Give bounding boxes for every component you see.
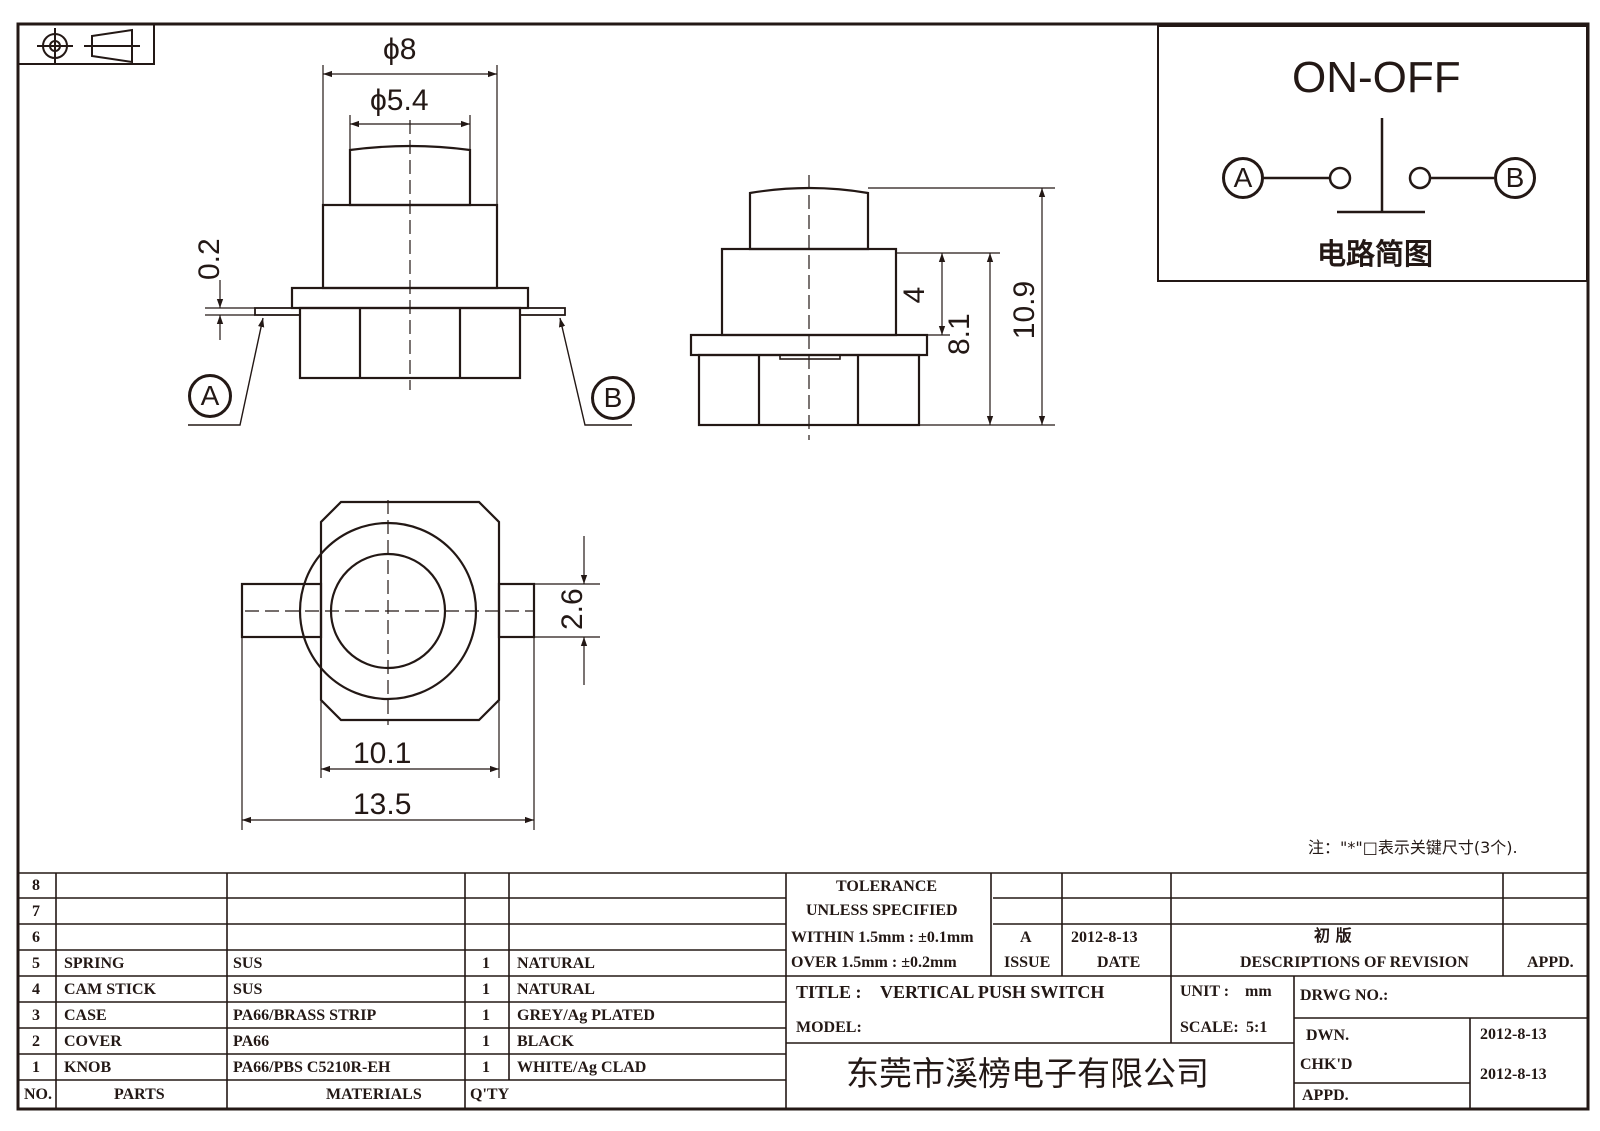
circuit-title: ON-OFF xyxy=(1292,53,1461,102)
dim-terminal-height: 0.2 xyxy=(193,238,226,280)
circuit-caption: 电路简图 xyxy=(1317,237,1434,271)
revision-appd-header: APPD. xyxy=(1527,954,1574,971)
title-label: TITLE : xyxy=(796,982,862,1002)
dim-bottom-total-width: 13.5 xyxy=(353,788,412,821)
bom-row-no: 3 xyxy=(32,1007,40,1024)
bom-row-material: SUS xyxy=(233,955,263,972)
bom-row-qty: 1 xyxy=(482,1007,490,1024)
terminal-a-label: A xyxy=(188,374,232,418)
chkd-label: CHK'D xyxy=(1300,1056,1353,1073)
bom-header-materials: MATERIALS xyxy=(326,1086,422,1103)
appd-label: APPD. xyxy=(1302,1087,1349,1104)
dim-side-mid-height: 8.1 xyxy=(943,313,976,355)
bom-row-no: 1 xyxy=(32,1059,40,1076)
tolerance-line1: TOLERANCE xyxy=(836,878,938,895)
bom-header-no: NO. xyxy=(24,1086,52,1103)
model-label: MODEL: xyxy=(796,1019,862,1036)
bom-row-qty: 1 xyxy=(482,1059,490,1076)
bom-row-material: PA66 xyxy=(233,1033,270,1050)
revision-date-header: DATE xyxy=(1097,954,1141,971)
sheet-border xyxy=(16,22,1590,1111)
projection-symbol xyxy=(17,23,155,65)
unit-label: UNIT : xyxy=(1180,983,1230,1000)
bom-row-finish: WHITE/Ag CLAD xyxy=(517,1059,647,1076)
bom-row-material: PA66/PBS C5210R-EH xyxy=(233,1059,391,1076)
tolerance-line2: UNLESS SPECIFIED xyxy=(806,902,958,919)
terminal-b-label: B xyxy=(591,376,635,420)
revision-desc-header: DESCRIPTIONS OF REVISION xyxy=(1240,954,1469,971)
revision-issue-header: ISSUE xyxy=(1004,954,1051,971)
dwn-label: DWN. xyxy=(1306,1027,1350,1044)
tolerance-line3: WITHIN 1.5mm : ±0.1mm xyxy=(791,929,974,946)
dim-side-upper-height: 4 xyxy=(898,286,931,304)
dim-top-outer-diameter: ϕ8 xyxy=(383,33,417,66)
drawing-number-label: DRWG NO.: xyxy=(1300,987,1389,1004)
bom-row-part: SPRING xyxy=(64,955,125,972)
bom-row-no: 6 xyxy=(32,929,40,946)
bom-row-material: PA66/BRASS STRIP xyxy=(233,1007,377,1024)
bom-row-part: CASE xyxy=(64,1007,107,1024)
bom-row-no: 2 xyxy=(32,1033,40,1050)
bom-row-part: KNOB xyxy=(64,1059,112,1076)
scale-value: 5:1 xyxy=(1246,1019,1268,1036)
bom-row-material: SUS xyxy=(233,981,263,998)
circuit-diagram xyxy=(1157,25,1588,282)
dim-top-inner-diameter: ϕ5.4 xyxy=(370,84,429,117)
key-dimension-note: 注："*"□表示关键尺寸(3个). xyxy=(1308,838,1518,857)
revision-description: 初 版 xyxy=(1314,926,1352,945)
bom-header-parts: PARTS xyxy=(114,1086,165,1103)
dim-bottom-tab-width: 2.6 xyxy=(556,588,589,630)
bom-row-no: 4 xyxy=(32,981,40,998)
bom-row-no: 8 xyxy=(32,877,40,894)
tolerance-line4: OVER 1.5mm : ±0.2mm xyxy=(791,954,957,971)
drawing-title: VERTICAL PUSH SWITCH xyxy=(880,982,1105,1002)
revision-date: 2012-8-13 xyxy=(1071,929,1138,946)
dim-bottom-body-width: 10.1 xyxy=(353,737,412,770)
bom-row-no: 5 xyxy=(32,955,40,972)
circuit-terminal-b: B xyxy=(1494,157,1536,199)
bom-row-finish: BLACK xyxy=(517,1033,574,1050)
dwn-date: 2012-8-13 xyxy=(1480,1026,1547,1043)
bom-row-finish: GREY/Ag PLATED xyxy=(517,1007,655,1024)
bom-row-qty: 1 xyxy=(482,1033,490,1050)
bom-row-qty: 1 xyxy=(482,981,490,998)
unit-value: mm xyxy=(1245,983,1272,1000)
bom-row-no: 7 xyxy=(32,903,40,920)
side-view xyxy=(689,175,1055,440)
bottom-view xyxy=(240,500,600,830)
bom-row-qty: 1 xyxy=(482,955,490,972)
scale-label: SCALE: xyxy=(1180,1019,1239,1036)
circuit-terminal-a: A xyxy=(1222,157,1264,199)
bom-row-part: CAM STICK xyxy=(64,981,157,998)
dim-side-total-height: 10.9 xyxy=(1008,280,1041,340)
chkd-date: 2012-8-13 xyxy=(1480,1066,1547,1083)
bom-row-finish: NATURAL xyxy=(517,981,595,998)
title-block-grid xyxy=(18,872,1588,1109)
company-name: 东莞市溪榜电子有限公司 xyxy=(846,1054,1209,1093)
bom-row-part: COVER xyxy=(64,1033,122,1050)
front-view xyxy=(188,65,632,426)
bom-header-qty: Q'TY xyxy=(470,1086,510,1103)
revision-issue: A xyxy=(1020,929,1032,946)
bom-row-finish: NATURAL xyxy=(517,955,595,972)
